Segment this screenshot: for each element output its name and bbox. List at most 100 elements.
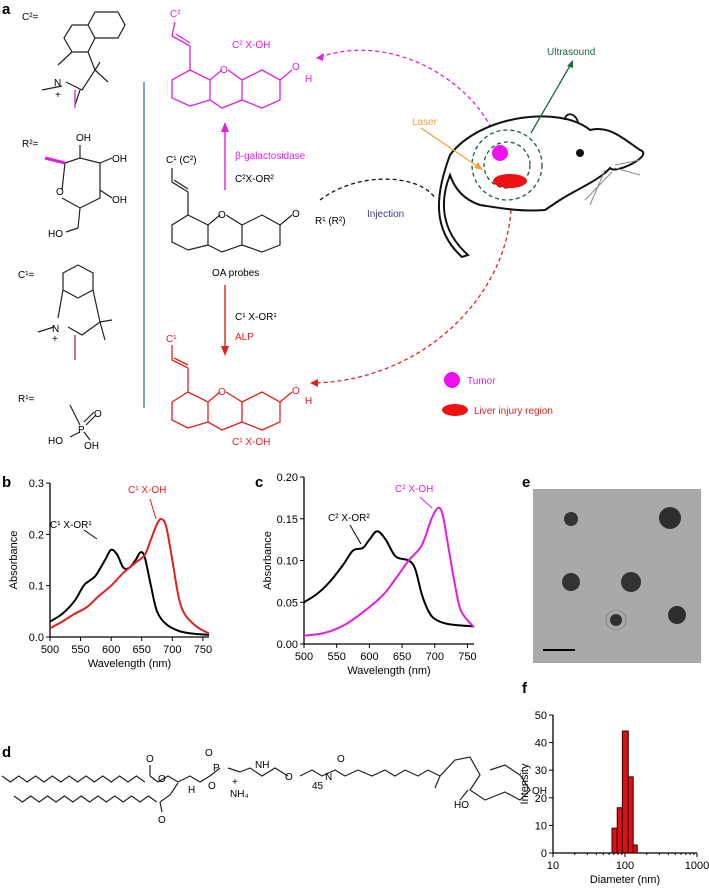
y-tick-label: 50 bbox=[535, 710, 547, 722]
oh-2: OH bbox=[112, 154, 127, 165]
ultrasound-arrowhead-icon bbox=[567, 60, 573, 68]
particle-halo bbox=[605, 609, 627, 631]
panel-label-a: a bbox=[2, 1, 11, 18]
annotation-arrow-c1 bbox=[349, 524, 362, 545]
x-tick-label: 600 bbox=[102, 644, 120, 656]
annotation-arrow-b1 bbox=[83, 529, 98, 540]
x-tick-label: 700 bbox=[163, 644, 181, 656]
panel-label-f: f bbox=[522, 680, 528, 697]
c1-x-oh-label: C¹ X-OH bbox=[232, 437, 270, 448]
panel-label-c: c bbox=[255, 474, 263, 491]
tumor-marker bbox=[492, 145, 508, 161]
y-axis-label: Absorbance bbox=[262, 531, 274, 590]
arrowhead-down-icon bbox=[221, 346, 229, 356]
oa-probes-caption: OA probes bbox=[212, 268, 259, 279]
o-mid: O bbox=[218, 210, 226, 221]
panel-label-b: b bbox=[2, 474, 11, 491]
ultrasound-ring-inner bbox=[483, 141, 531, 189]
o-top: O bbox=[220, 65, 228, 76]
mouse-outline bbox=[437, 115, 645, 259]
particle bbox=[564, 512, 578, 526]
mouse-scene: Injection Laser Ultrasound bbox=[310, 47, 645, 387]
d-repeat-count: 45 bbox=[312, 781, 324, 792]
mouse-whiskers bbox=[584, 159, 641, 206]
r1-label: R¹= bbox=[18, 394, 35, 405]
probe-c2: C²X-OR² bbox=[235, 174, 275, 185]
c1-x-oh-structure: C¹ O O H C¹ X-OH bbox=[166, 334, 312, 448]
y-tick-label: 0.20 bbox=[277, 472, 298, 484]
d-nh: NH bbox=[255, 760, 269, 771]
y-tick-label: 10 bbox=[535, 820, 547, 832]
legend: Tumor Liver injury region bbox=[442, 372, 553, 417]
particle bbox=[610, 614, 622, 626]
d-o4: O bbox=[205, 748, 213, 759]
d-o5: O bbox=[208, 781, 216, 792]
o-top-2: O bbox=[292, 62, 300, 73]
c2-label: C²= bbox=[22, 12, 39, 23]
laser-arrow bbox=[420, 127, 481, 169]
probe-substituent: C¹ (C²) bbox=[166, 155, 197, 166]
y-tick-label: 0.1 bbox=[29, 581, 44, 593]
n-atom-2: N bbox=[52, 324, 59, 335]
x-tick-label: 500 bbox=[295, 651, 313, 663]
p-atom: P bbox=[78, 425, 85, 436]
laser-arrowhead-icon bbox=[474, 162, 483, 170]
mouse-ear bbox=[564, 113, 579, 123]
histogram-bar bbox=[627, 776, 634, 854]
enzyme-alp: ALP bbox=[235, 332, 254, 343]
liver-injury-marker bbox=[493, 174, 527, 188]
y-axis-label: Intensity bbox=[519, 763, 531, 804]
mouse-eye bbox=[576, 149, 584, 157]
ultrasound-ring-outer bbox=[471, 129, 543, 201]
annotation-arrow-b2 bbox=[149, 498, 157, 520]
c2-x-oh-structure: C² O O H C² X-OH bbox=[170, 9, 312, 109]
o-mid-2: O bbox=[292, 209, 300, 220]
ring-o: O bbox=[56, 187, 64, 198]
x-axis-label: Wavelength (nm) bbox=[88, 658, 171, 670]
dashed-path-tumor bbox=[319, 49, 496, 139]
axes bbox=[303, 477, 474, 645]
arrowhead-up-icon bbox=[221, 122, 229, 132]
x-tick-label: 600 bbox=[360, 651, 378, 663]
y-tick-label: 0.0 bbox=[29, 632, 44, 644]
n-atom: N bbox=[54, 78, 61, 89]
annotation-c1-x-oh: C¹ X-OH bbox=[128, 485, 166, 496]
d-ho: HO bbox=[454, 800, 469, 811]
series-line-0 bbox=[49, 548, 210, 636]
o-bot-2: O bbox=[292, 386, 300, 397]
y-tick-label: 0.15 bbox=[277, 514, 298, 526]
c1-label: C¹= bbox=[18, 270, 35, 281]
c1-sub: C¹ bbox=[166, 334, 177, 345]
d-oh: OH bbox=[532, 786, 547, 797]
d-p: P bbox=[213, 763, 220, 774]
panel-label-e: e bbox=[522, 474, 530, 491]
arrowhead-tumor-icon bbox=[316, 53, 324, 61]
x-tick-label: 750 bbox=[194, 644, 212, 656]
oh-3: OH bbox=[112, 195, 127, 206]
o-bot: O bbox=[218, 387, 226, 398]
plus-sign: + bbox=[55, 90, 61, 101]
y-tick-label: 20 bbox=[535, 793, 547, 805]
annotation-arrow-c2 bbox=[419, 496, 433, 509]
d-nh4: NH₄ bbox=[230, 789, 249, 800]
r-substituent: R¹ (R²) bbox=[315, 216, 346, 227]
probe-c1: C¹ X-OR¹ bbox=[235, 312, 277, 323]
r2-label: R²= bbox=[22, 139, 39, 150]
d-o7: O bbox=[337, 754, 345, 765]
annotation-c2-x-or2: C² X-OR² bbox=[328, 513, 370, 524]
series-line-1 bbox=[49, 517, 210, 635]
p-o: O bbox=[94, 409, 102, 420]
dashed-path-liver bbox=[314, 209, 512, 384]
particle bbox=[659, 507, 681, 529]
legend-tumor-swatch bbox=[444, 372, 460, 388]
series-line-1 bbox=[303, 506, 475, 637]
x-axis-label: Diameter (nm) bbox=[590, 874, 660, 886]
x-tick-label: 700 bbox=[426, 651, 444, 663]
legend-liver-swatch bbox=[442, 404, 468, 416]
particle bbox=[621, 572, 641, 592]
x-tick-label: 650 bbox=[133, 644, 151, 656]
d-plus: + bbox=[232, 777, 238, 788]
x-tick-label: 500 bbox=[41, 644, 59, 656]
